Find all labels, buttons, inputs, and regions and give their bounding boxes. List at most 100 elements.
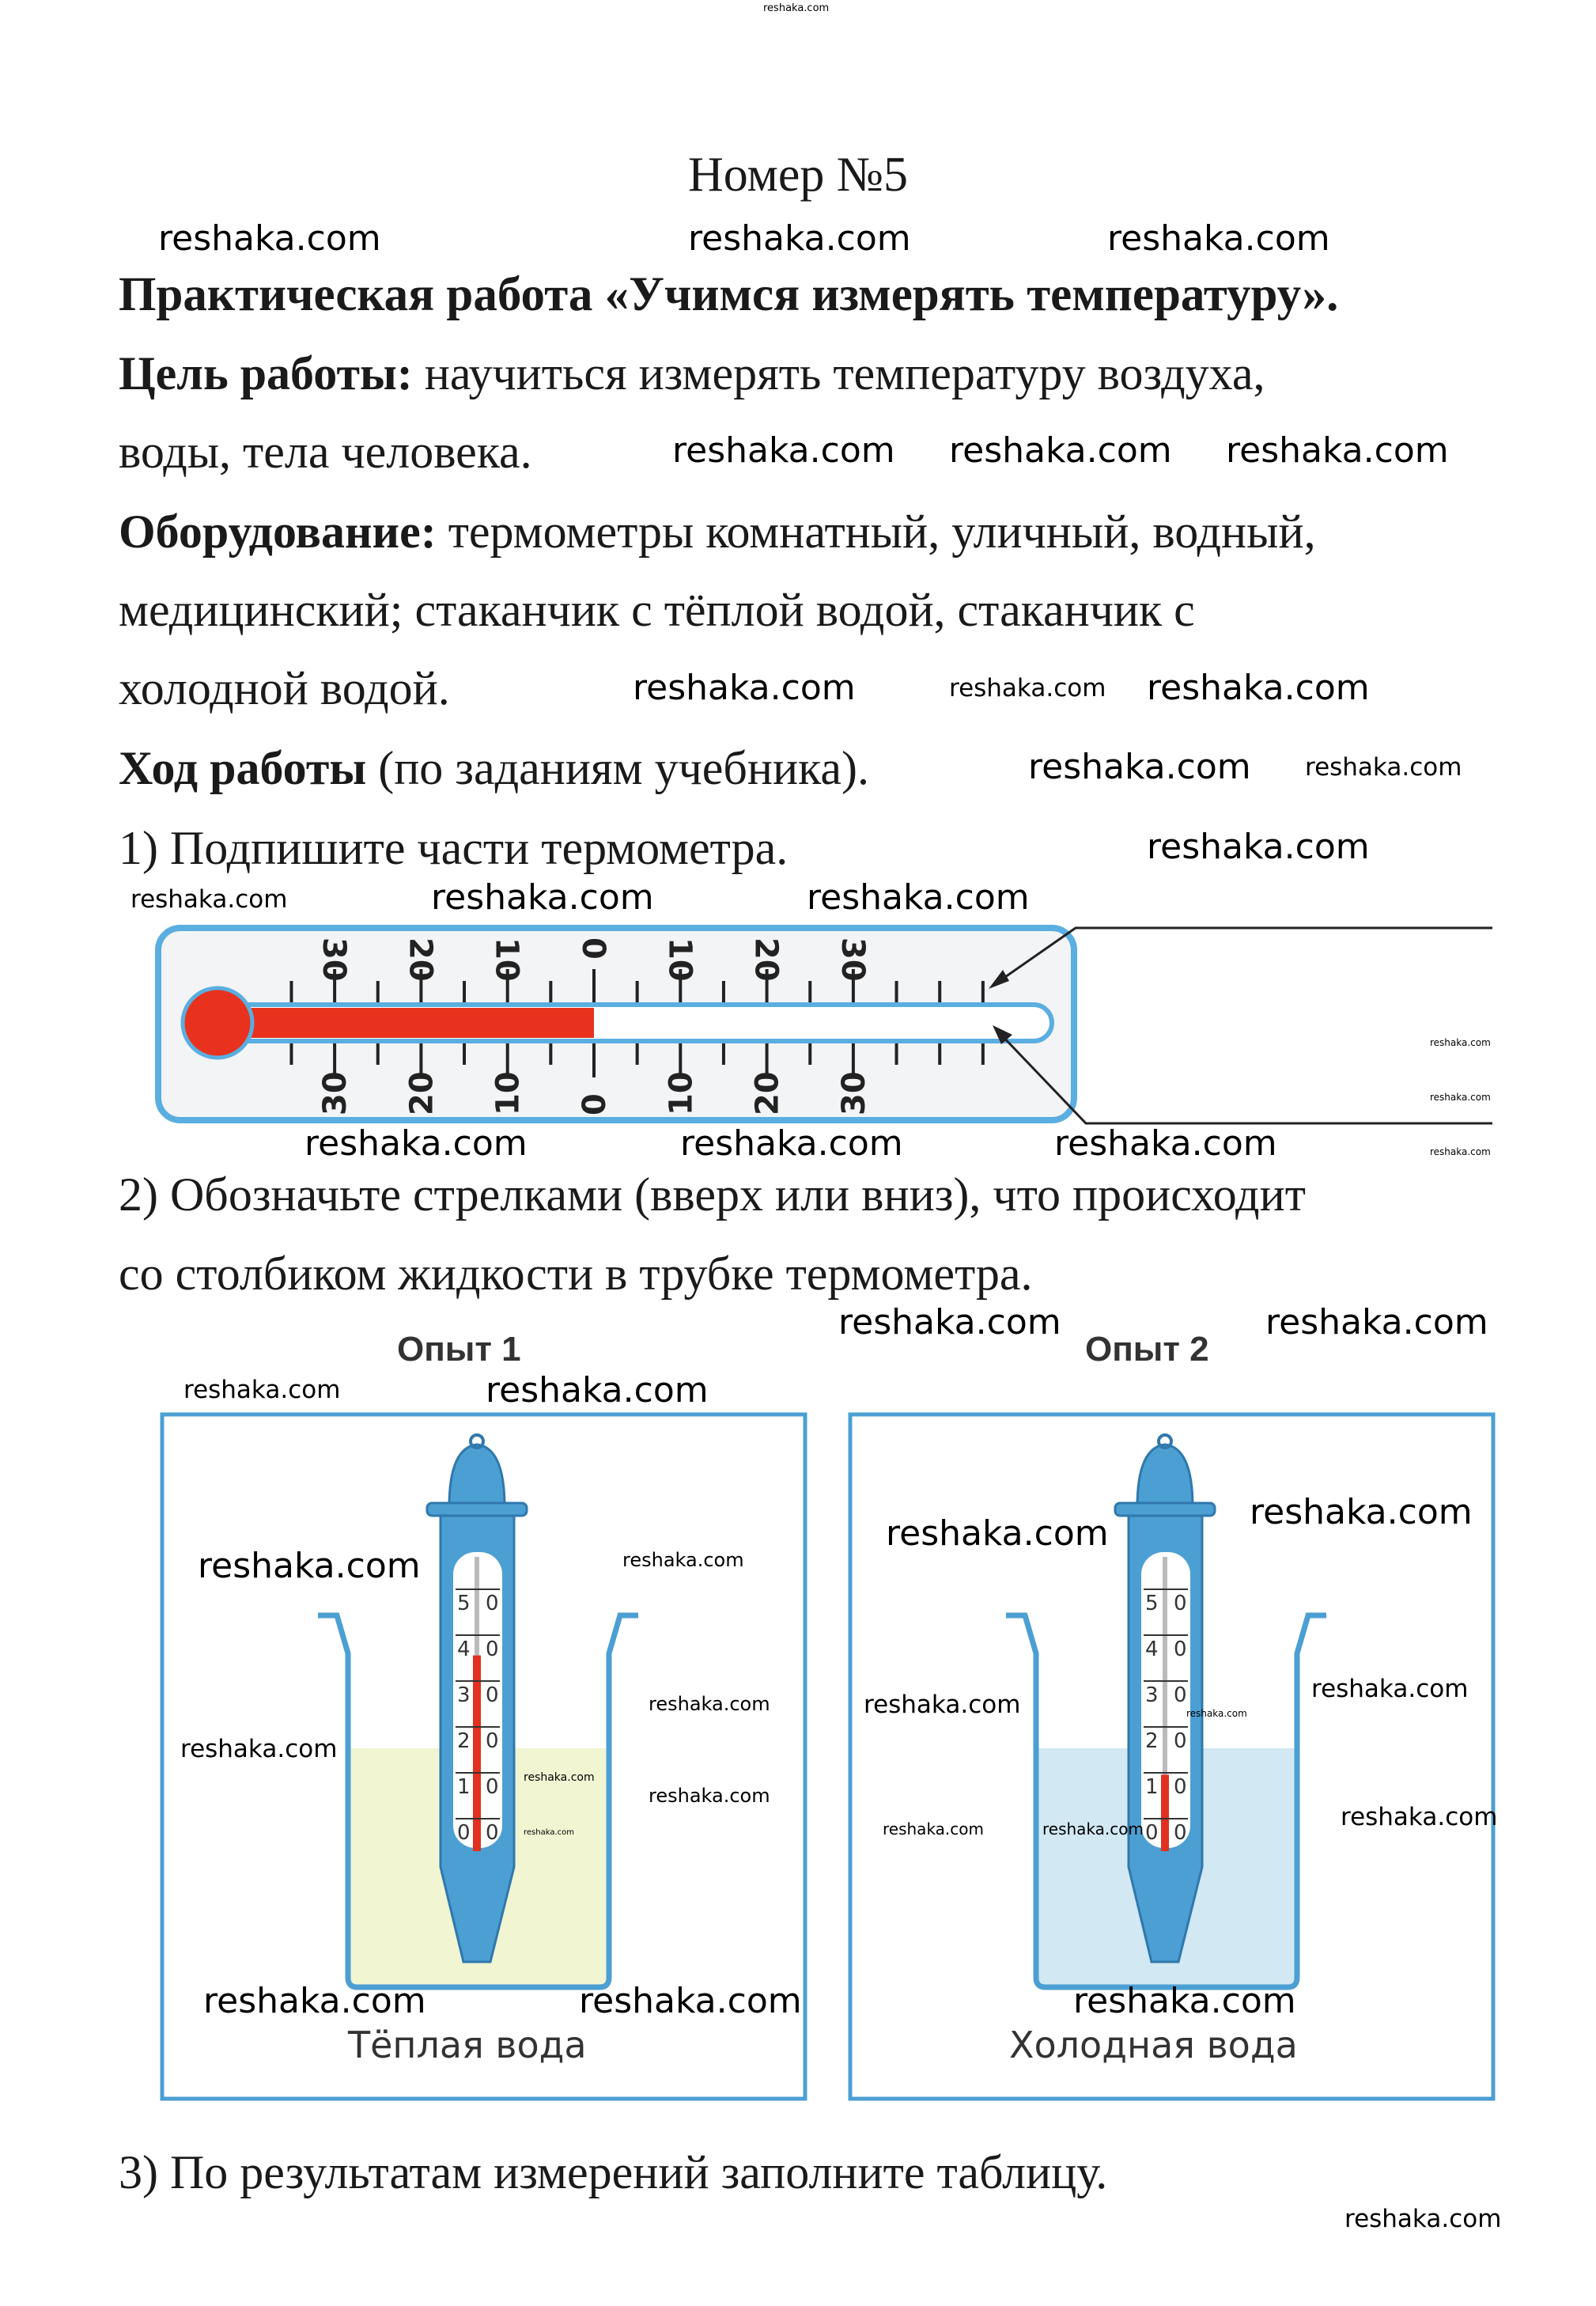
mercury-column [1161,1774,1169,1851]
scale-label-lower: 20 [750,1071,786,1115]
mercury-column [473,1655,481,1851]
scale-label-upper: 10 [661,937,698,982]
arrow-head-icon [989,970,1009,989]
scale-digit: 0 [486,1821,499,1845]
watermark: reshaka.com [130,885,288,914]
beaker [318,1612,638,1990]
watermark: reshaka.com [1073,1981,1296,2021]
watermark: reshaka.com [180,1735,338,1763]
arrow-head-icon [993,1025,1012,1044]
goal-line-1: Цель работы: научиться измерять температ… [119,350,1265,397]
watermark: reshaka.com [1250,1492,1473,1532]
watermark: reshaka.com [524,1828,574,1837]
equipment-line-1: Оборудование: термометры комнатный, улич… [119,508,1316,555]
scale-label-lower: 30 [317,1071,354,1115]
scale-label-upper: 30 [316,937,352,982]
scale-label-upper: 20 [402,937,438,982]
watermark: reshaka.com [1042,1819,1144,1838]
scale-label-upper: 30 [834,937,871,982]
watermark: reshaka.com [807,877,1030,918]
watermark: reshaka.com [1028,747,1251,787]
thermometer-cap [448,1443,506,1509]
scale-label-lower: 20 [403,1071,440,1115]
watermark: reshaka.com [524,1771,595,1784]
scale-digit: 0 [457,1821,471,1845]
thermometer-hook-icon [469,1433,485,1449]
watermark: reshaka.com [1054,1123,1277,1164]
scale-digit: 0 [1174,1592,1187,1615]
beaker [1006,1612,1326,1990]
thermometer-bulb [180,986,255,1060]
watermark: reshaka.com [949,430,1172,471]
scale-label-upper: 10 [489,937,525,982]
scale-digit: 3 [1145,1683,1159,1707]
task-2-line-2: со столбиком жидкости в трубке термометр… [119,1248,1033,1300]
goal-label: Цель работы: [119,347,413,399]
scale-digit: 2 [1145,1729,1159,1753]
watermark: reshaka.com [183,1376,341,1404]
scale-digit: 0 [486,1592,499,1615]
scale-digit: 5 [457,1592,471,1615]
watermark: reshaka.com [886,1513,1109,1554]
scale-digit: 0 [1174,1821,1187,1845]
watermark: reshaka.com [883,1819,984,1838]
experiment-1-title: Опыт 1 [397,1330,521,1369]
scale-label-upper: 0 [575,937,611,960]
experiment-frame [160,1412,807,2101]
work-heading: Практическая работа «Учимся измерять тем… [119,268,1339,321]
scale-digit: 4 [457,1638,471,1661]
scale-digit: 0 [1174,1729,1187,1753]
scale-digit: 2 [457,1729,471,1753]
page-title: Номер №5 [687,148,908,202]
equipment-text: термометры комнатный, уличный, водный, [436,506,1316,558]
label-pointer-line-top [994,926,1492,986]
scale-digit: 5 [1145,1592,1159,1615]
label-pointer-line-bottom [997,1030,1492,1125]
watermark: reshaka.com [1430,1037,1491,1048]
experiment-1-caption: Тёплая вода [348,2024,587,2066]
scale-digit: 0 [1174,1638,1187,1661]
watermark: reshaka.com [864,1691,1021,1719]
scale-label-lower: 10 [490,1071,527,1115]
watermark: reshaka.com [680,1123,903,1164]
scale-digit: 0 [1174,1683,1187,1707]
experiment-2-caption: Холодная вода [1009,2024,1298,2066]
watermark: reshaka.com [1344,2205,1502,2233]
watermark: reshaka.com [1305,753,1462,782]
scale-digit: 0 [486,1729,499,1753]
equipment-line-3: холодной водой. [119,662,450,714]
watermark: reshaka.com [1311,1675,1469,1703]
thermometer-hook-icon [1157,1433,1173,1449]
watermark: reshaka.com [1226,430,1449,471]
watermark: reshaka.com [304,1123,528,1164]
watermark: reshaka.com [763,2,830,14]
watermark: reshaka.com [1107,218,1330,259]
scale-digit: 4 [1145,1638,1159,1661]
watermark: reshaka.com [1430,1146,1491,1157]
scale-digit: 0 [1145,1821,1159,1845]
watermark: reshaka.com [486,1370,709,1410]
watermark: reshaka.com [1186,1708,1247,1719]
procedure-line: Ход работы (по заданиям учебника). [119,744,869,792]
experiment-2-title: Опыт 2 [1085,1330,1209,1369]
watermark: reshaka.com [198,1546,421,1586]
watermark: reshaka.com [1430,1092,1491,1103]
scale-digit: 1 [457,1775,471,1799]
watermark: reshaka.com [649,1785,770,1807]
equipment-label: Оборудование: [119,506,437,558]
scale-digit: 0 [1174,1775,1187,1799]
watermark: reshaka.com [688,218,911,259]
scale-label-lower: 0 [577,1093,613,1115]
watermark: reshaka.com [672,430,895,471]
scale-label-upper: 20 [748,937,785,982]
watermark: reshaka.com [1147,827,1370,867]
watermark: reshaka.com [949,674,1106,702]
procedure-text: (по заданиям учебника). [366,742,869,794]
watermark: reshaka.com [579,1981,802,2021]
experiment-frame [848,1412,1496,2101]
